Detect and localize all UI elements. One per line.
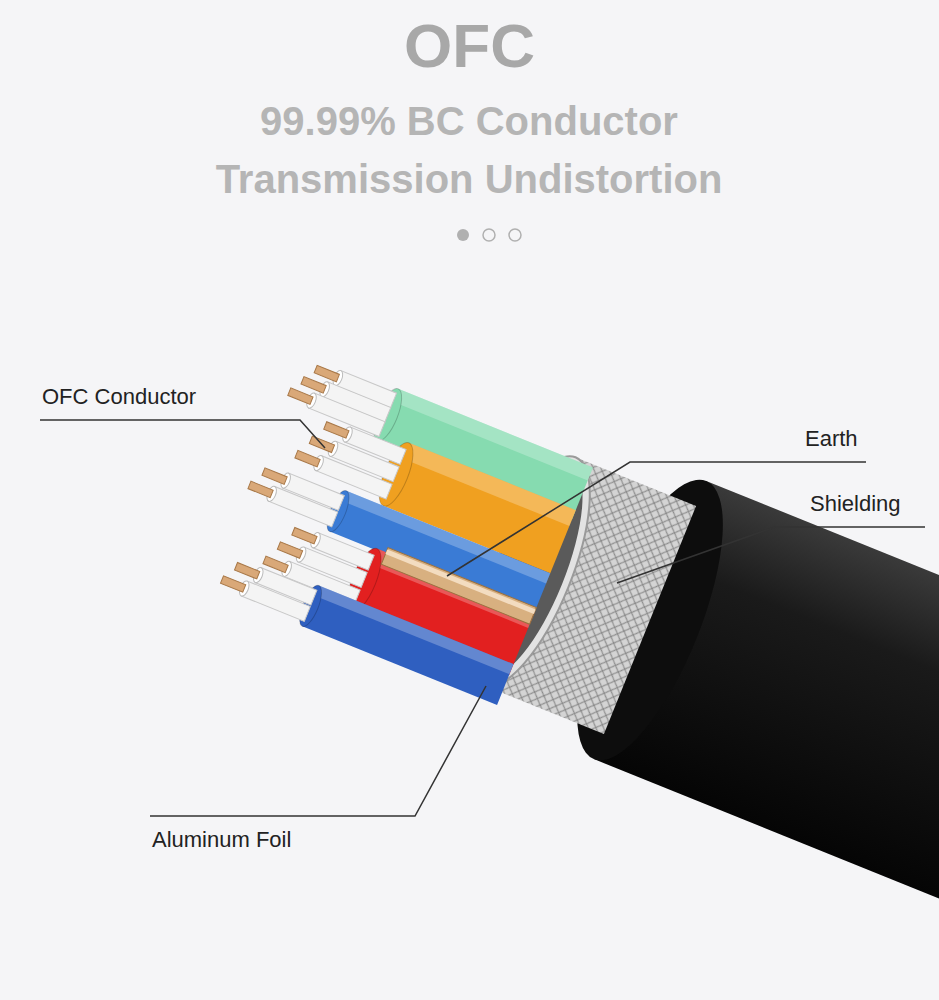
copper-tip bbox=[248, 481, 273, 497]
copper-tip bbox=[277, 542, 302, 558]
copper-tip bbox=[292, 527, 317, 543]
part-label: Shielding bbox=[810, 491, 901, 517]
copper-tip bbox=[221, 576, 246, 592]
copper-tip bbox=[262, 468, 287, 484]
earth-wire bbox=[381, 548, 536, 625]
part-label: Earth bbox=[805, 426, 858, 452]
copper-tip bbox=[288, 388, 313, 404]
copper-tip bbox=[235, 562, 260, 578]
core-wire bbox=[217, 551, 513, 705]
part-label: OFC Conductor bbox=[42, 384, 196, 410]
leader-lines bbox=[40, 420, 925, 816]
page-dots bbox=[457, 229, 521, 241]
part-label: Aluminum Foil bbox=[152, 827, 291, 853]
core-highlight bbox=[402, 443, 575, 526]
copper-tip bbox=[295, 450, 320, 466]
copper-tip bbox=[324, 422, 349, 438]
copper-tip bbox=[314, 365, 339, 381]
earth-highlight bbox=[385, 549, 535, 614]
copper-tip bbox=[301, 377, 326, 393]
inner-insulation bbox=[269, 486, 338, 526]
subtitle: 99.99% BC Conductor Transmission Undisto… bbox=[169, 92, 769, 208]
page-title: OFC bbox=[0, 10, 939, 81]
inner-insulation bbox=[241, 581, 310, 621]
